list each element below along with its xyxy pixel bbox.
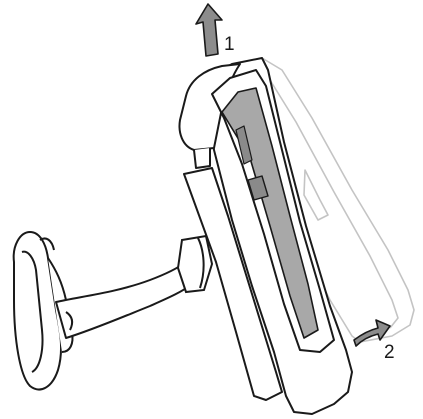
mount-arm: [56, 262, 192, 338]
arrow-1: [196, 4, 222, 56]
step-label-1: 1: [224, 34, 235, 55]
step-label-2: 2: [384, 342, 395, 363]
ball-joint: [178, 236, 212, 292]
